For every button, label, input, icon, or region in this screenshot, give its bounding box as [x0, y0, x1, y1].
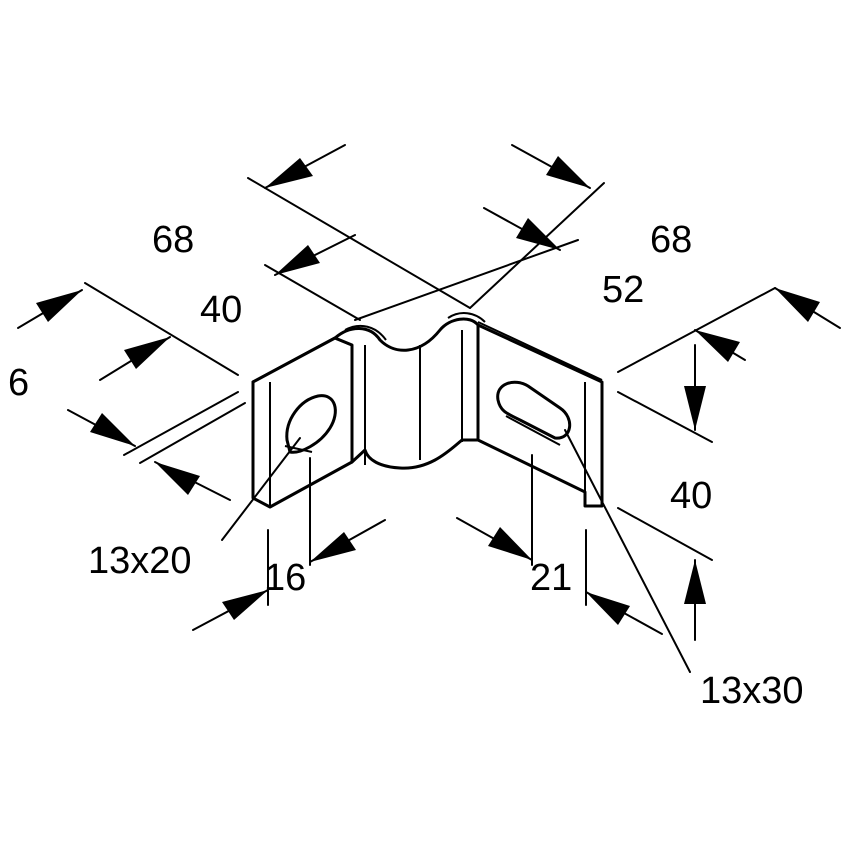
angle-bracket-part	[251, 312, 604, 509]
dim-right-inner-52: 52	[602, 269, 644, 311]
dim-top-left-68: 68	[152, 219, 194, 261]
dim-top-right-68: 68	[650, 219, 692, 261]
dim-left-offset-16: 16	[264, 557, 306, 599]
dim-right-hole-13x30: 13x30	[700, 670, 804, 712]
dimension-lines	[17, 144, 841, 673]
dim-left-inner-40: 40	[200, 289, 242, 331]
dim-right-height-40: 40	[670, 475, 712, 517]
right-slot-hole	[496, 380, 571, 440]
center-bend	[333, 317, 480, 470]
dim-left-hole-13x20: 13x20	[88, 540, 192, 582]
dim-thickness-6: 6	[8, 362, 29, 404]
dim-right-offset-21: 21	[530, 557, 572, 599]
